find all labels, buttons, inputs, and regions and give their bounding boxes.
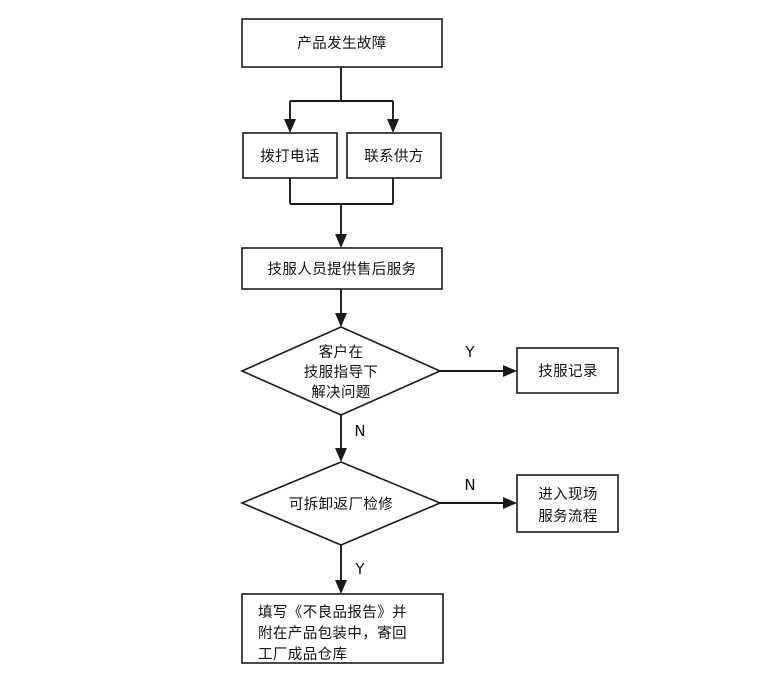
node-contact-supplier[interactable]: 联系供方 <box>346 132 442 179</box>
node-onsite-service-box[interactable] <box>516 474 619 533</box>
branch-label-return-yes: Y <box>354 560 365 578</box>
node-call-phone-box[interactable] <box>242 132 338 179</box>
node-report-form-box[interactable] <box>241 593 444 664</box>
node-decision-solved-diamond[interactable] <box>240 326 442 416</box>
connector-layer <box>284 67 517 594</box>
node-start[interactable]: 产品发生故障 <box>241 18 443 68</box>
node-onsite-service-label-line1: 进入现场 <box>538 486 598 503</box>
node-decision-solved-label-line1: 客户在 <box>319 344 364 361</box>
node-report-form[interactable]: 填写《不良品报告》并 附在产品包装中，寄回 工厂成品仓库 <box>241 593 444 664</box>
node-after-sales-box[interactable] <box>241 247 443 290</box>
arrow-head-onsite-service <box>503 497 517 509</box>
node-decision-solved-label-line3: 解决问题 <box>311 384 371 401</box>
branch-label-solved-no: N <box>354 422 365 440</box>
node-report-form-label-line1: 填写《不良品报告》并 <box>258 604 407 621</box>
arrow-head-contact-supplier <box>387 119 399 133</box>
arrow-head-service-record <box>503 365 517 377</box>
node-contact-supplier-box[interactable] <box>346 132 442 179</box>
node-start-label: 产品发生故障 <box>297 34 386 52</box>
node-onsite-service-label-line2: 服务流程 <box>538 508 598 525</box>
branch-label-solved-yes: Y <box>464 343 475 361</box>
arrow-head-decision-solved <box>335 313 347 327</box>
node-call-phone[interactable]: 拨打电话 <box>242 132 338 179</box>
node-onsite-service[interactable]: 进入现场 服务流程 <box>516 474 619 533</box>
node-decision-return-label: 可拆卸返厂检修 <box>289 496 393 513</box>
branch-label-return-no: N <box>464 476 475 494</box>
node-after-sales-label: 技服人员提供售后服务 <box>268 261 417 278</box>
node-after-sales[interactable]: 技服人员提供售后服务 <box>241 247 443 290</box>
node-service-record-box[interactable] <box>516 347 619 394</box>
arrow-head-call-phone <box>284 119 296 133</box>
node-report-form-label-line2: 附在产品包装中，寄回 <box>258 624 407 642</box>
branch-label-layer: Y N N Y <box>354 343 475 578</box>
arrow-head-decision-return <box>335 448 347 462</box>
node-decision-solved-label-line2: 技服指导下 <box>304 364 379 381</box>
arrow-head-report-form <box>335 580 347 594</box>
node-contact-supplier-label: 联系供方 <box>364 148 424 165</box>
node-service-record-label: 技服记录 <box>538 363 598 380</box>
node-decision-solved[interactable]: 客户在 技服指导下 解决问题 <box>240 326 442 416</box>
node-start-box[interactable] <box>241 18 443 68</box>
node-service-record[interactable]: 技服记录 <box>516 347 619 394</box>
node-report-form-label-line3: 工厂成品仓库 <box>258 646 347 663</box>
arrow-head-after-sales <box>335 234 347 248</box>
node-call-phone-label: 拨打电话 <box>260 148 320 165</box>
node-decision-return[interactable]: 可拆卸返厂检修 <box>239 461 443 546</box>
node-decision-return-diamond[interactable] <box>239 461 443 546</box>
